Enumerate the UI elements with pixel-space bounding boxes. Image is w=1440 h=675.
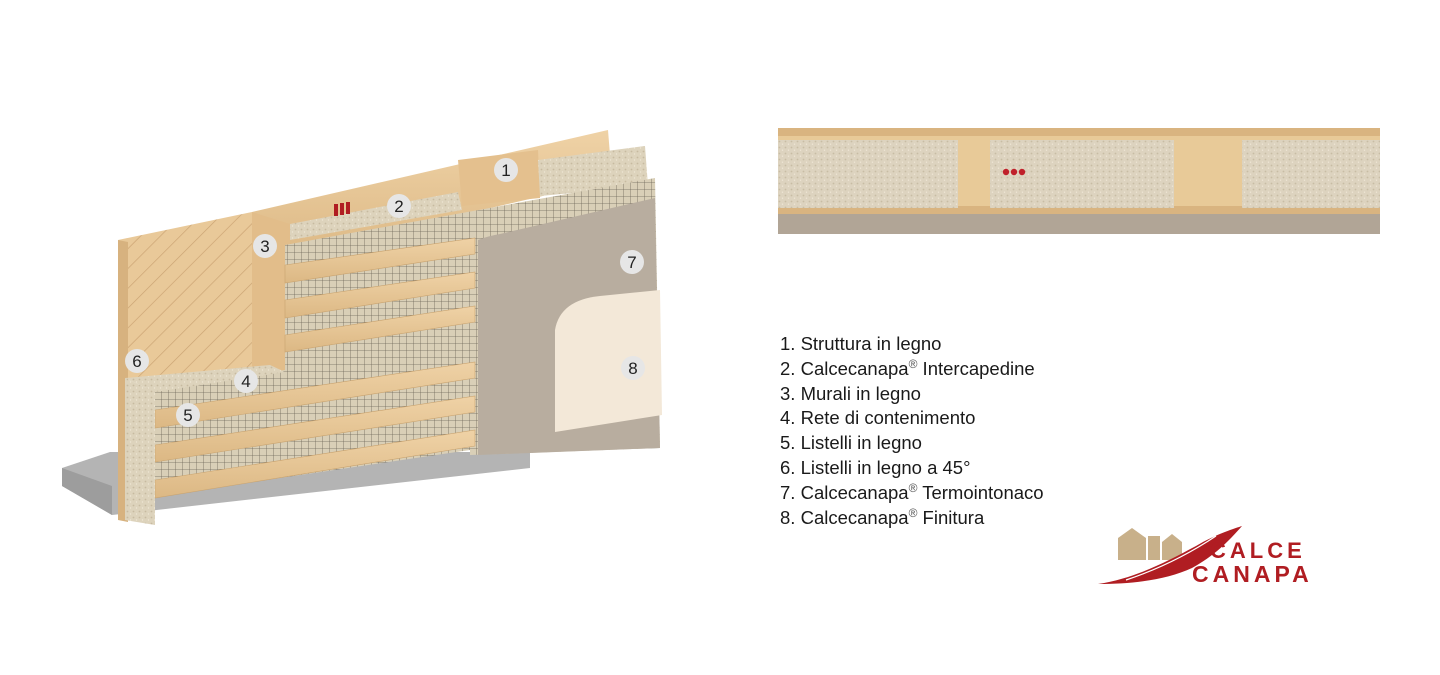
wall-isometric-diagram: 1 2 3 4 5 6 7 8 xyxy=(62,130,662,525)
section-hemp-block-2 xyxy=(990,140,1174,208)
legend-item-7: 7. Calcecanapa® Termointonaco xyxy=(780,480,1044,503)
section-hemp-block-1 xyxy=(778,140,958,208)
legend-list: 1. Struttura in legno 2. Calcecanapa® In… xyxy=(780,332,1044,530)
section-hemp-block-3 xyxy=(1242,140,1380,208)
horizontal-laths xyxy=(154,237,476,499)
callout-1: 1 xyxy=(501,161,510,180)
calcecanapa-logo: CALCE CANAPA xyxy=(1098,526,1313,587)
logo-leaf-icon xyxy=(1098,526,1242,584)
legend-item-6: 6. Listelli in legno a 45° xyxy=(780,456,971,478)
callout-3: 3 xyxy=(260,237,269,256)
legend-item-4: 4. Rete di contenimento xyxy=(780,407,976,429)
callout-7: 7 xyxy=(627,253,636,272)
diagonal-lath-panel xyxy=(118,212,252,380)
legend-item-2: 2. Calcecanapa® Intercapedine xyxy=(780,356,1035,379)
logo-house-icon xyxy=(1118,528,1182,560)
logo-word-canapa: CANAPA xyxy=(1192,561,1313,587)
hemp-infill-upper xyxy=(290,192,462,240)
legend-item-5: 5. Listelli in legno xyxy=(780,432,922,454)
finish-layer xyxy=(555,290,662,432)
callout-4: 4 xyxy=(241,372,250,391)
wall-cross-section xyxy=(778,128,1380,234)
legend-item-1: 1. Struttura in legno xyxy=(780,333,942,354)
callout-2: 2 xyxy=(394,197,403,216)
callout-markers: 1 2 3 4 5 6 7 8 xyxy=(125,158,645,427)
legend-item-3: 3. Murali in legno xyxy=(780,382,921,404)
legend-item-8: 8. Calcecanapa® Finitura xyxy=(780,505,985,528)
callout-8: 8 xyxy=(628,359,637,378)
callout-5: 5 xyxy=(183,406,192,425)
callout-6: 6 xyxy=(132,352,141,371)
logo-word-calce: CALCE xyxy=(1210,538,1306,563)
section-plaster-layer xyxy=(778,214,1380,234)
